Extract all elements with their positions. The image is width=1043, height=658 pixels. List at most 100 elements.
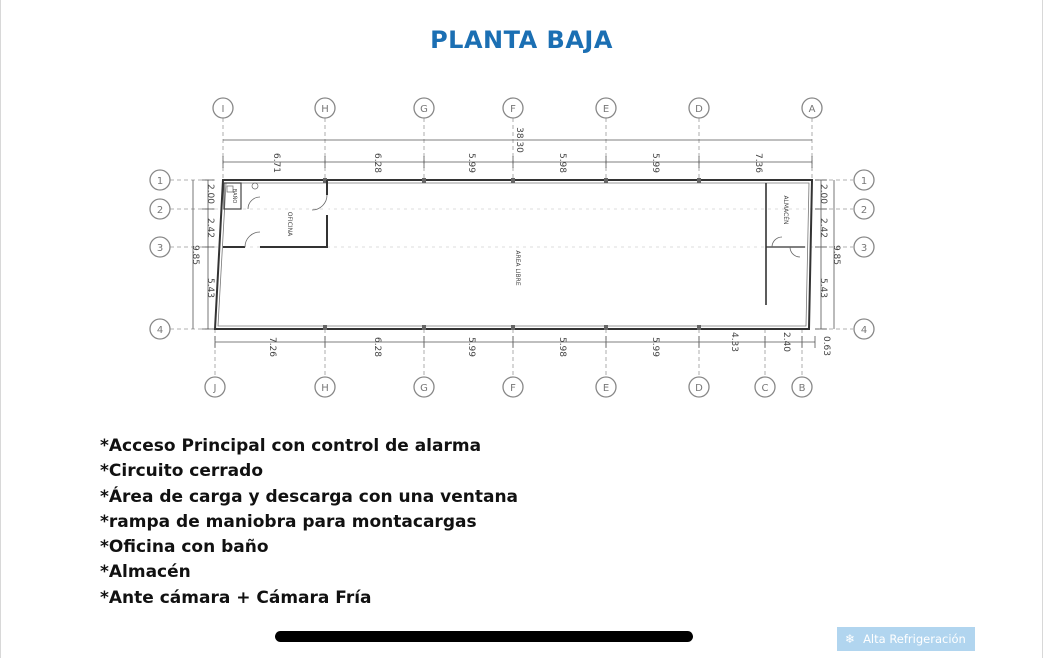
axis-bubble — [149, 198, 171, 220]
feature-item: *Circuito cerrado — [100, 461, 264, 482]
axis-bubble — [853, 169, 875, 191]
axis-bubble — [204, 376, 226, 398]
office-door-swing — [244, 231, 261, 248]
axis-label-bottom: D — [695, 383, 703, 394]
home-indicator-bar[interactable] — [275, 631, 693, 642]
exterior-wall — [213, 179, 814, 330]
top-dimension-label: 5.99 — [466, 153, 476, 173]
right-dimension-label: 2.00 — [818, 184, 828, 204]
storage-door-swing — [771, 236, 783, 248]
watermark-badge: ❄ Alta Refrigeración — [837, 627, 975, 651]
axis-label-bottom: G — [420, 383, 428, 394]
watermark-text: Alta Refrigeración — [863, 632, 966, 646]
axis-label-bottom: B — [799, 383, 806, 394]
column — [422, 178, 426, 183]
row-label-right: 3 — [861, 243, 867, 254]
axis-label-top: I — [222, 104, 225, 115]
axis-bubble — [149, 169, 171, 191]
row-label-left: 4 — [157, 325, 163, 336]
axis-bubble — [688, 376, 710, 398]
bottom-dimension-label: 2.40 — [781, 332, 791, 352]
interior-wall — [217, 182, 810, 327]
right-dimension-label: 5.43 — [818, 278, 828, 298]
axis-bubble — [853, 236, 875, 258]
axis-bubble — [791, 376, 813, 398]
bottom-dimension-label: 5.99 — [650, 337, 660, 357]
column — [604, 178, 608, 183]
column — [511, 178, 515, 183]
column — [323, 178, 327, 183]
axis-label-top: A — [809, 104, 816, 115]
feature-item: *Oficina con baño — [100, 537, 269, 558]
bottom-dimension-label: 0.63 — [821, 336, 831, 356]
feature-item: *Área de carga y descarga con una ventan… — [100, 486, 519, 507]
column — [511, 325, 515, 330]
right-dimension-label: 2.42 — [818, 218, 828, 238]
axis-label-bottom: F — [510, 383, 516, 394]
axis-bubble — [314, 97, 336, 119]
page-title: PLANTA BAJA — [430, 26, 613, 54]
storage-door-swing — [789, 246, 801, 258]
axis-bubble — [413, 97, 435, 119]
axis-bubble — [314, 376, 336, 398]
bottom-dimension-label: 6.28 — [372, 337, 382, 357]
top-dimension-label: 7.36 — [753, 153, 763, 173]
overall-length-label: 38.30 — [514, 127, 524, 153]
axis-bubble — [413, 376, 435, 398]
bottom-dimension-label: 7.26 — [267, 337, 277, 357]
row-label-left: 2 — [157, 205, 163, 216]
snowflake-icon: ❄ — [845, 632, 856, 646]
row-label-right: 4 — [861, 325, 867, 336]
column — [604, 325, 608, 330]
axis-bubble — [853, 198, 875, 220]
row-label-right: 2 — [861, 205, 867, 216]
row-label-left: 3 — [157, 243, 163, 254]
bottom-dimension-label: 5.98 — [557, 337, 567, 357]
top-dimension-label: 5.99 — [650, 153, 660, 173]
axis-label-bottom: J — [213, 383, 217, 394]
axis-bubble — [801, 97, 823, 119]
column — [697, 178, 701, 183]
axis-label-top: G — [420, 104, 428, 115]
room-label-oficina: OFICINA — [286, 212, 293, 237]
toilet-fixture — [226, 185, 234, 193]
left-dimension-label: 5.43 — [205, 278, 215, 298]
axis-bubble — [595, 97, 617, 119]
bathroom-wall — [223, 182, 242, 210]
bath-door-swing — [247, 196, 261, 210]
page-border-left — [0, 0, 1, 658]
room-labels: BAÑO OFICINA AREA LIBRE ALMACÉN — [231, 189, 790, 286]
axis-bubble — [595, 376, 617, 398]
bottom-dimension-label: 4.33 — [729, 332, 739, 352]
axis-label-top: F — [510, 104, 516, 115]
axis-bubble — [502, 376, 524, 398]
column — [422, 325, 426, 330]
room-label-bano: BAÑO — [231, 189, 238, 204]
axis-bubble — [853, 318, 875, 340]
left-total-label: 9.85 — [190, 245, 200, 265]
column — [323, 325, 327, 330]
axis-bubble — [149, 318, 171, 340]
axis-bubble — [212, 97, 234, 119]
building-outline — [213, 178, 814, 330]
feature-item: *Almacén — [100, 562, 191, 583]
office-door-swing — [311, 194, 328, 211]
row-label-left: 1 — [157, 176, 163, 187]
bottom-dimension-label: 5.99 — [466, 337, 476, 357]
axis-bubble — [149, 236, 171, 258]
room-label-almacen: ALMACÉN — [782, 195, 790, 224]
sink-fixture — [251, 182, 259, 190]
column — [697, 325, 701, 330]
axis-bubble — [754, 376, 776, 398]
row-label-right: 1 — [861, 176, 867, 187]
room-label-area-libre: AREA LIBRE — [514, 250, 521, 285]
feature-list: *Acceso Principal con control de alarma … — [100, 434, 518, 611]
right-total-label: 9.85 — [831, 245, 841, 265]
left-dimension-label: 2.00 — [205, 184, 215, 204]
axis-label-top: D — [695, 104, 703, 115]
axis-label-top: E — [603, 104, 609, 115]
axis-label-bottom: E — [603, 383, 609, 394]
top-dimension-label: 6.28 — [372, 153, 382, 173]
